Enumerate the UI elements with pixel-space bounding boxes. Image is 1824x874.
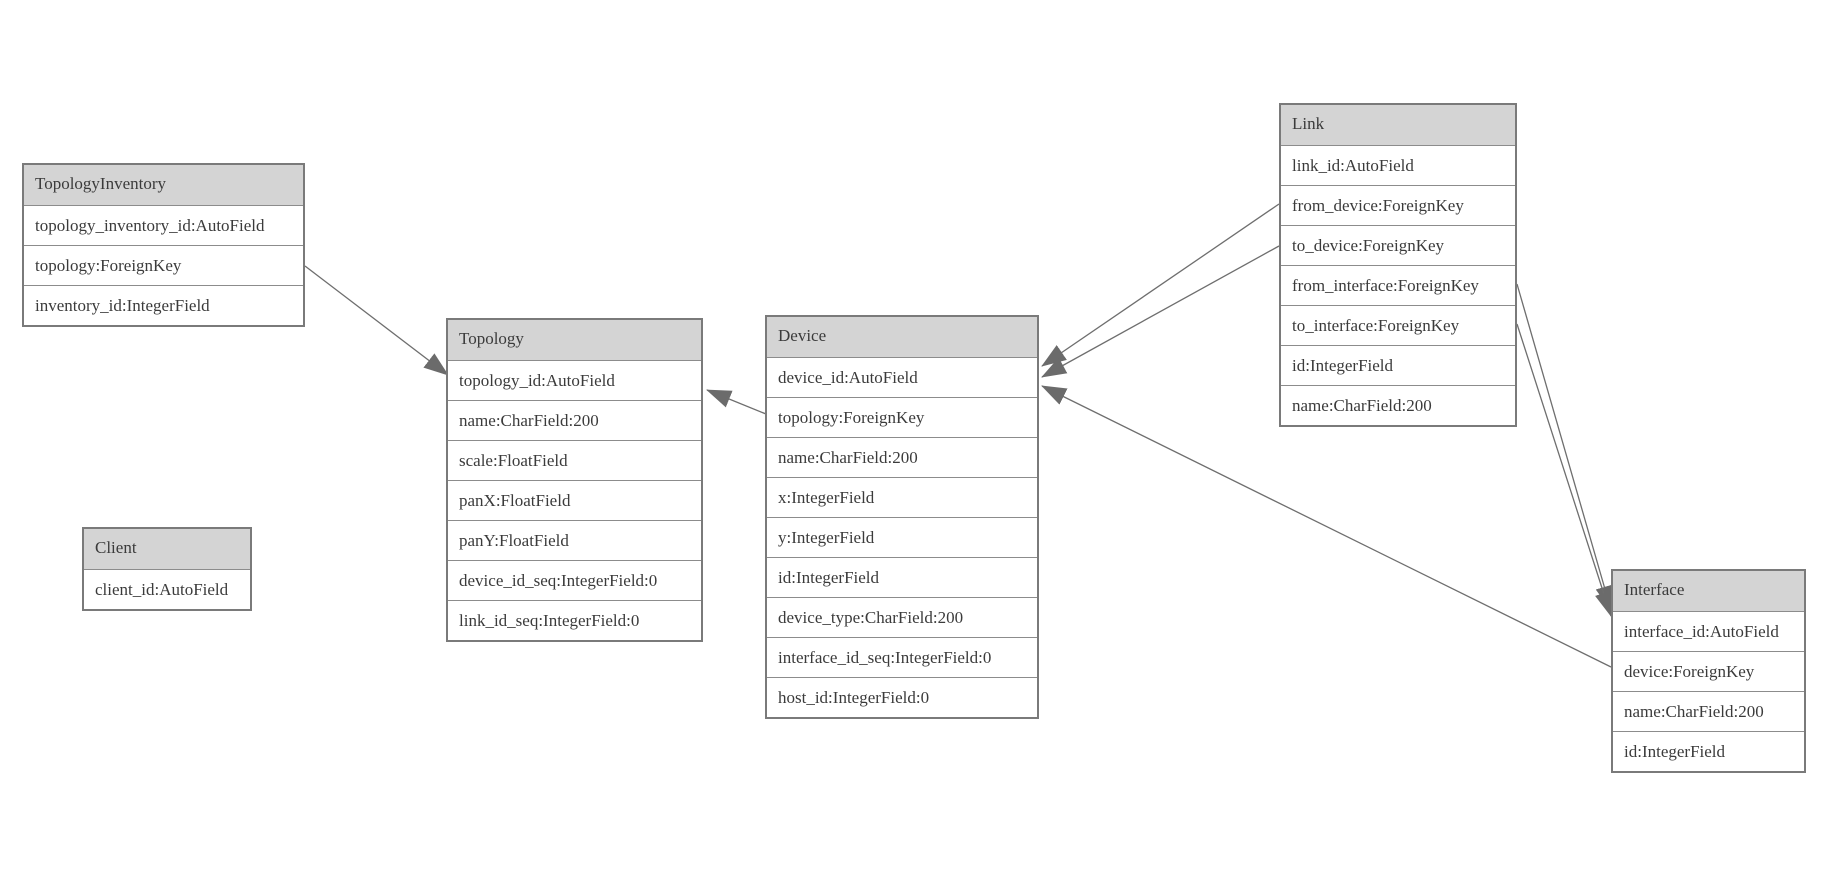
- edge-link-from_interface-to-interface: [1516, 283, 1613, 611]
- field-row: topology_id:AutoField: [448, 360, 701, 400]
- field-row: id:IntegerField: [1613, 731, 1804, 771]
- field-row: x:IntegerField: [767, 477, 1037, 517]
- field-row: client_id:AutoField: [84, 569, 250, 609]
- field-row: topology:ForeignKey: [767, 397, 1037, 437]
- field-row: link_id:AutoField: [1281, 145, 1515, 185]
- field-row: device_id:AutoField: [767, 357, 1037, 397]
- field-row: panX:FloatField: [448, 480, 701, 520]
- edge-interface-device-to-device: [1041, 385, 1612, 668]
- entity-header-interface: Interface: [1613, 571, 1804, 611]
- entity-title: TopologyInventory: [35, 174, 167, 193]
- field-row: from_interface:ForeignKey: [1281, 265, 1515, 305]
- field-row: panY:FloatField: [448, 520, 701, 560]
- entity-table-topology: Topology topology_id:AutoField name:Char…: [446, 318, 703, 642]
- field-row: name:CharField:200: [1281, 385, 1515, 425]
- edge-link-to_interface-to-interface: [1516, 323, 1613, 617]
- field-row: inventory_id:IntegerField: [24, 285, 303, 325]
- field-row: topology:ForeignKey: [24, 245, 303, 285]
- entity-header-topology: Topology: [448, 320, 701, 360]
- entity-table-link: Link link_id:AutoField from_device:Forei…: [1279, 103, 1517, 427]
- entity-title: Device: [778, 326, 827, 345]
- field-row: link_id_seq:IntegerField:0: [448, 600, 701, 640]
- field-row: device_type:CharField:200: [767, 597, 1037, 637]
- field-row: from_device:ForeignKey: [1281, 185, 1515, 225]
- entity-header-topologyinventory: TopologyInventory: [24, 165, 303, 205]
- entity-table-topologyinventory: TopologyInventory topology_inventory_id:…: [22, 163, 305, 327]
- entity-header-link: Link: [1281, 105, 1515, 145]
- field-row: scale:FloatField: [448, 440, 701, 480]
- entity-title: Interface: [1624, 580, 1685, 599]
- field-row: name:CharField:200: [767, 437, 1037, 477]
- entity-title: Link: [1292, 114, 1325, 133]
- field-row: interface_id:AutoField: [1613, 611, 1804, 651]
- field-row: to_interface:ForeignKey: [1281, 305, 1515, 345]
- edge-topologyinventory-topology-to-topology: [304, 265, 449, 376]
- entity-table-device: Device device_id:AutoField topology:Fore…: [765, 315, 1039, 719]
- edge-device-topology-to-topology: [706, 389, 767, 415]
- field-row: name:CharField:200: [1613, 691, 1804, 731]
- field-row: id:IntegerField: [767, 557, 1037, 597]
- edge-link-to_device-to-device: [1041, 245, 1280, 378]
- field-row: name:CharField:200: [448, 400, 701, 440]
- entity-title: Client: [95, 538, 137, 557]
- entity-table-client: Client client_id:AutoField: [82, 527, 252, 611]
- edge-link-from_device-to-device: [1041, 203, 1280, 367]
- field-row: device:ForeignKey: [1613, 651, 1804, 691]
- entity-header-client: Client: [84, 529, 250, 569]
- entity-title: Topology: [459, 329, 524, 348]
- field-row: y:IntegerField: [767, 517, 1037, 557]
- field-row: id:IntegerField: [1281, 345, 1515, 385]
- field-row: topology_inventory_id:AutoField: [24, 205, 303, 245]
- entity-header-device: Device: [767, 317, 1037, 357]
- field-row: host_id:IntegerField:0: [767, 677, 1037, 717]
- field-row: to_device:ForeignKey: [1281, 225, 1515, 265]
- field-row: device_id_seq:IntegerField:0: [448, 560, 701, 600]
- entity-table-interface: Interface interface_id:AutoField device:…: [1611, 569, 1806, 773]
- field-row: interface_id_seq:IntegerField:0: [767, 637, 1037, 677]
